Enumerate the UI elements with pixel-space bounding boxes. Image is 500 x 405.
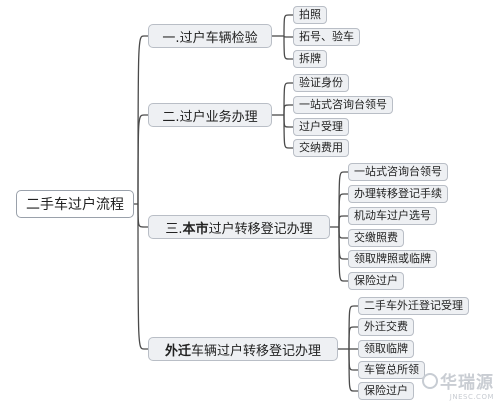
leaf-label: 二手车外迁登记受理 <box>364 299 463 312</box>
connector-line <box>137 203 148 228</box>
leaf-label: 领取牌照或临牌 <box>354 252 431 265</box>
branch-emphasis: 外迁 <box>164 343 191 359</box>
leaf-node: 外迁交费 <box>358 318 414 336</box>
root-node: 二手车过户流程 <box>16 190 134 218</box>
branch-local-transfer: 三.本市过户转移登记办理 <box>148 215 330 239</box>
branch-outbound-transfer: 外迁车辆过户转移登记办理 <box>148 337 338 361</box>
leaf-node: 过户受理 <box>293 118 349 136</box>
leaf-label: 交纳费用 <box>299 141 343 154</box>
watermark-text: 华瑞源 <box>440 373 494 393</box>
leaf-label: 拍照 <box>299 8 321 21</box>
watermark-logo-icon <box>422 372 438 389</box>
connector-line <box>348 348 358 371</box>
connector-line <box>283 82 293 116</box>
root-label: 二手车过户流程 <box>26 197 124 213</box>
leaf-node: 办理转移登记手续 <box>348 185 448 203</box>
branch-prefix: 三. <box>165 221 183 237</box>
leaf-node: 拍照 <box>293 6 327 24</box>
leaf-label: 一站式咨询台领号 <box>354 165 442 178</box>
connector-line <box>338 226 348 282</box>
leaf-node: 拓号、验车 <box>293 28 360 46</box>
branch-label: 车辆过户转移登记办理 <box>191 343 322 359</box>
connector-line <box>283 104 293 116</box>
connector-line <box>338 215 348 228</box>
connector-line <box>348 326 358 350</box>
leaf-node: 车管总所领 <box>358 361 425 379</box>
leaf-node: 交纳费用 <box>293 139 349 157</box>
leaf-label: 一站式咨询台领号 <box>299 98 387 111</box>
connector-line <box>338 226 348 260</box>
watermark: 华瑞源 JNESC.COM <box>422 368 494 401</box>
watermark-url: JNESC.COM <box>449 393 494 401</box>
branch-vehicle-inspection: 一.过户车辆检验 <box>148 24 272 48</box>
connector-line <box>283 114 293 128</box>
connector-line <box>338 193 348 228</box>
connector-line <box>137 203 148 350</box>
leaf-label: 保险过户 <box>354 274 398 287</box>
leaf-label: 过户受理 <box>299 120 343 133</box>
branch-label: 过户业务办理 <box>179 109 258 125</box>
connector-line <box>283 35 293 38</box>
leaf-node: 领取临牌 <box>358 340 414 358</box>
leaf-node: 一站式咨询台领号 <box>348 163 448 181</box>
connector-line <box>283 35 293 60</box>
branch-label: 过户车辆检验 <box>179 30 258 46</box>
connector-line <box>283 14 293 37</box>
leaf-label: 车管总所领 <box>364 363 419 376</box>
branch-business-processing: 二.过户业务办理 <box>148 103 272 127</box>
leaf-label: 领取临牌 <box>364 342 408 355</box>
watermark-main: 华瑞源 <box>422 368 494 393</box>
leaf-node: 保险过户 <box>348 272 404 290</box>
leaf-label: 拆牌 <box>299 52 321 65</box>
leaf-node: 领取牌照或临牌 <box>348 250 437 268</box>
branch-label: 过户转移登记办理 <box>208 221 313 237</box>
leaf-label: 拓号、验车 <box>299 30 354 43</box>
leaf-label: 机动车过户选号 <box>354 209 431 222</box>
branch-prefix: 二. <box>162 109 180 125</box>
leaf-node: 交缴照费 <box>348 229 404 247</box>
connector-line <box>338 171 348 228</box>
connector-line <box>348 348 358 392</box>
leaf-label: 保险过户 <box>364 384 408 397</box>
branch-emphasis: 本市 <box>182 221 209 237</box>
leaf-label: 验证身份 <box>299 76 343 89</box>
leaf-label: 办理转移登记手续 <box>354 187 442 200</box>
leaf-node: 验证身份 <box>293 74 349 92</box>
leaf-node: 一站式咨询台领号 <box>293 96 393 114</box>
connector-line <box>283 114 293 149</box>
connector-line <box>137 114 148 205</box>
leaf-node: 二手车外迁登记受理 <box>358 297 469 315</box>
leaf-label: 外迁交费 <box>364 320 408 333</box>
leaf-node: 拆牌 <box>293 50 327 68</box>
connector-line <box>338 226 348 239</box>
leaf-node: 保险过户 <box>358 382 414 400</box>
leaf-node: 机动车过户选号 <box>348 207 437 225</box>
leaf-label: 交缴照费 <box>354 231 398 244</box>
branch-prefix: 一. <box>162 30 180 46</box>
